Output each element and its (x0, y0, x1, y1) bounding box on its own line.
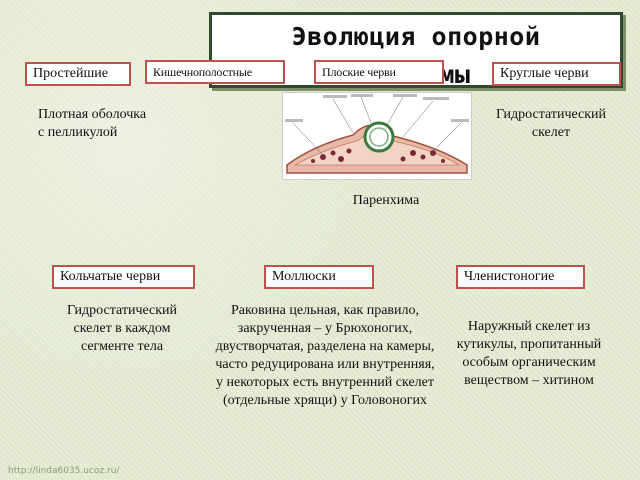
text-kolchatye: Гидростатический скелет в каждом сегмент… (66, 303, 178, 354)
label-ploskie: Плоские черви (314, 60, 444, 84)
title-line-1: Эволюция опорной (291, 22, 541, 51)
label-kolchatye: Кольчатые черви (52, 265, 195, 289)
label-kishechnopolostnye: Кишечнополостные (145, 60, 285, 84)
label-prostejshie: Простейшие (25, 62, 131, 86)
text-kruglye: Гидростатический скелет (495, 107, 607, 140)
watermark: http://linda6035.ucoz.ru/ (8, 466, 120, 476)
text-mollyuski: Раковина цельная, как правило, закрученн… (215, 303, 435, 408)
label-kruglye: Круглые черви (492, 62, 621, 86)
text-chlenistonogie: Наружный скелет из кутикулы, пропитанный… (456, 319, 602, 388)
text-prostejshie: Плотная оболочка с пелликулой (38, 107, 147, 140)
label-chlenistonogie: Членистоногие (456, 265, 585, 289)
flatworm-cross-section-diagram (282, 92, 472, 180)
text-ploskie: Паренхима (352, 193, 420, 208)
label-mollyuski: Моллюски (264, 265, 374, 289)
